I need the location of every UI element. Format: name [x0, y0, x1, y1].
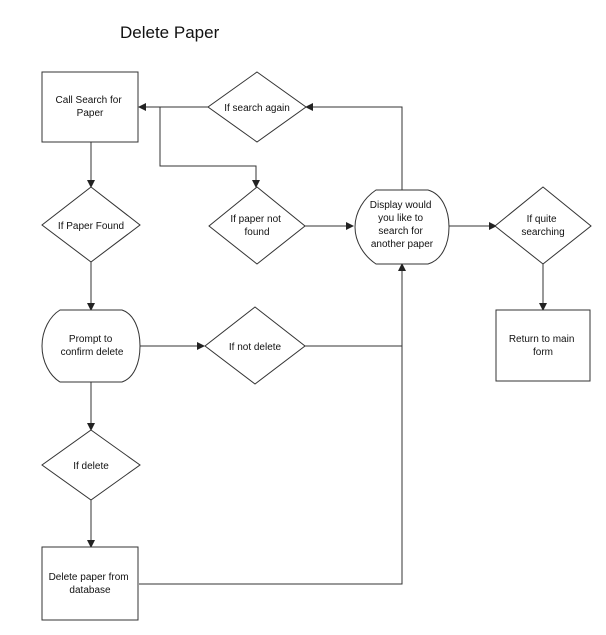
- decision-diamond: [41, 186, 141, 263]
- node-call-search: Call Search for Paper: [41, 71, 139, 143]
- decision-diamond: [207, 71, 307, 143]
- node-if-paper-found: If Paper Found: [41, 186, 141, 263]
- decision-diamond: [41, 429, 141, 501]
- node-label: If paper not found: [230, 214, 283, 238]
- node-label: Delete paper from database: [49, 572, 132, 596]
- node-label: Prompt to confirm delete: [61, 334, 124, 358]
- display-shape: [354, 189, 450, 265]
- diagram-title: Delete Paper: [120, 23, 220, 42]
- arrow-call-search-to-if-paper-not-found: [159, 107, 260, 188]
- node-label: Return to main form: [509, 334, 577, 358]
- decision-diamond: [204, 306, 306, 385]
- node-label: If delete: [73, 461, 109, 472]
- node-return-main-form: Return to main form: [495, 309, 591, 382]
- process-box: [41, 546, 139, 621]
- connectors: [87, 103, 547, 585]
- arrow-if-not-delete-to-display: [305, 263, 406, 347]
- node-label: If not delete: [229, 342, 282, 353]
- node-delete-from-database: Delete paper from database: [41, 546, 139, 621]
- decision-diamond: [208, 186, 306, 265]
- display-shape: [41, 309, 141, 383]
- process-box: [41, 71, 139, 143]
- node-label: Display would you like to search for ano…: [370, 200, 434, 250]
- node-display-search-another: Display would you like to search for ano…: [354, 189, 450, 265]
- node-if-quite-searching: If quite searching: [494, 186, 592, 265]
- node-prompt-confirm-delete: Prompt to confirm delete: [41, 309, 141, 383]
- line-delete-db-to-display: [139, 346, 403, 585]
- node-if-delete: If delete: [41, 429, 141, 501]
- node-if-search-again: If search again: [207, 71, 307, 143]
- node-if-not-delete: If not delete: [204, 306, 306, 385]
- node-label: If Paper Found: [58, 221, 124, 232]
- node-label: Call Search for Paper: [56, 95, 125, 119]
- node-if-paper-not-found: If paper not found: [208, 186, 306, 265]
- node-label: If search again: [224, 103, 290, 114]
- process-box: [495, 309, 591, 382]
- arrow-display-to-if-search-again: [305, 103, 403, 190]
- decision-diamond: [494, 186, 592, 265]
- node-label: If quite searching: [521, 214, 564, 238]
